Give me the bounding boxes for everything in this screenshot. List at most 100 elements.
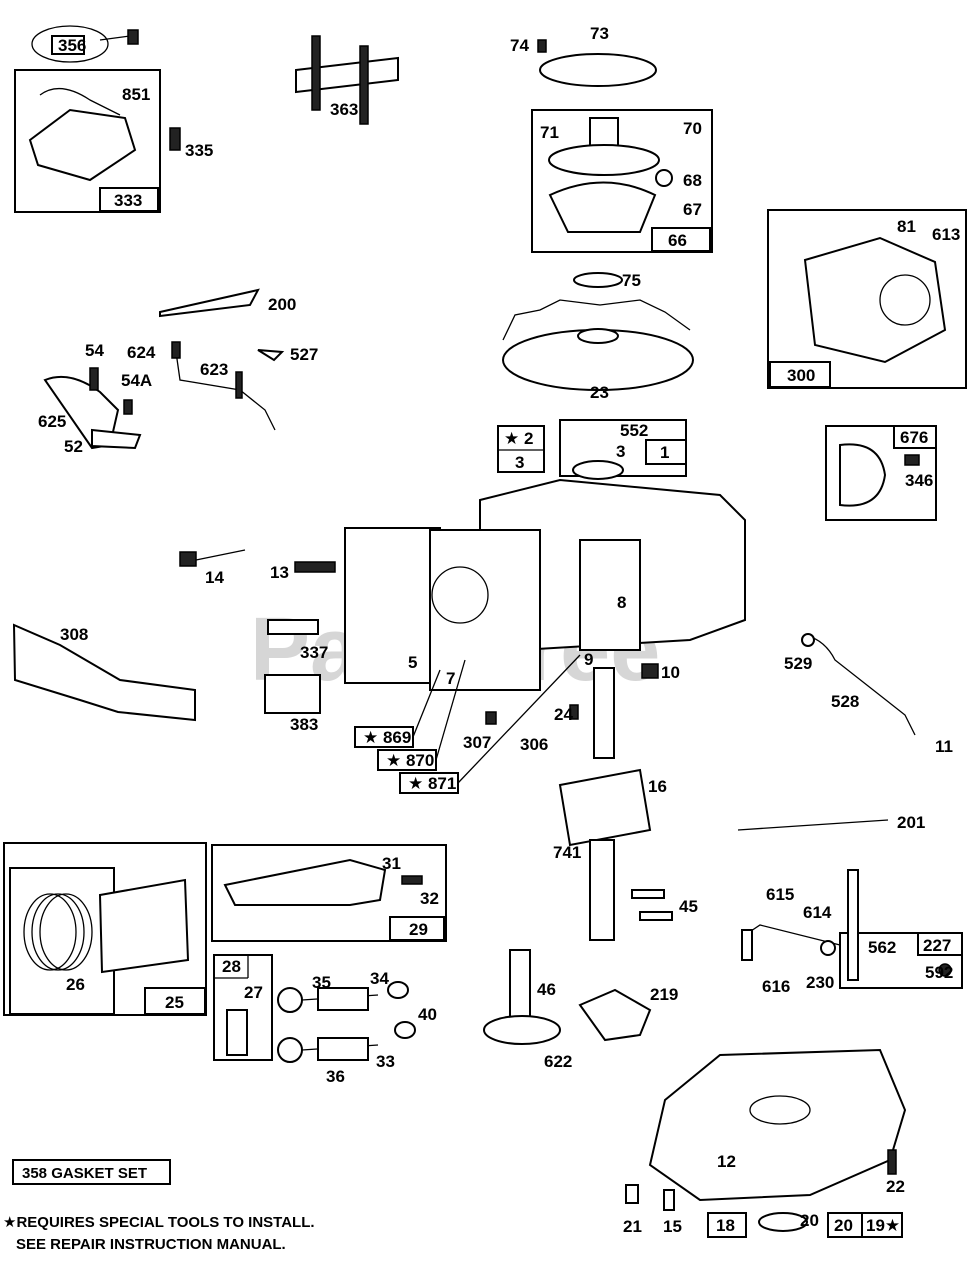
label-383: 383 bbox=[290, 715, 318, 734]
label-box-29 bbox=[389, 916, 445, 941]
label-871: ★ 871 bbox=[408, 774, 456, 793]
label-box-676 bbox=[893, 425, 937, 449]
label-box-333 bbox=[99, 187, 159, 212]
label-73: 73 bbox=[590, 24, 609, 43]
leader-869 bbox=[412, 669, 441, 738]
leader-871 bbox=[457, 654, 581, 784]
label-19: 19★ bbox=[866, 1216, 900, 1235]
label-22: 22 bbox=[886, 1177, 905, 1196]
bracket-676 bbox=[839, 443, 887, 507]
link-201 bbox=[737, 819, 889, 831]
valve-36-head bbox=[277, 1037, 303, 1063]
label-529: 529 bbox=[784, 654, 812, 673]
label-71: 71 bbox=[540, 123, 559, 142]
part-group-676 bbox=[825, 425, 937, 521]
link-624-end bbox=[171, 341, 181, 359]
label-45: 45 bbox=[679, 897, 698, 916]
part-group-363 bbox=[295, 35, 399, 125]
label-614: 614 bbox=[803, 903, 832, 922]
label-527: 527 bbox=[290, 345, 318, 364]
label-363: 363 bbox=[330, 100, 358, 119]
gasket-200 bbox=[159, 288, 260, 318]
label-870: ★ 870 bbox=[386, 751, 434, 770]
label-615: 615 bbox=[766, 885, 794, 904]
crank-shaft-top bbox=[593, 667, 615, 759]
screen-73 bbox=[539, 53, 657, 87]
air-cleaner-300 bbox=[803, 236, 947, 364]
label-230: 230 bbox=[806, 973, 834, 992]
link-624 bbox=[174, 344, 276, 431]
seal-20 bbox=[758, 1212, 808, 1232]
part-group-227 bbox=[741, 869, 963, 989]
label-5: 5 bbox=[408, 653, 417, 672]
plug-14 bbox=[179, 551, 197, 567]
part-group-29 bbox=[211, 844, 447, 942]
label-14: 14 bbox=[205, 568, 224, 587]
spring-36 bbox=[317, 1037, 369, 1061]
part-number-labels: 356 851 335 333 363 74 73 71 70 68 67 66… bbox=[38, 24, 960, 1236]
label-box-18 bbox=[707, 1212, 747, 1238]
wire-loop-356 bbox=[31, 25, 109, 63]
label-625: 625 bbox=[38, 412, 66, 431]
label-308: 308 bbox=[60, 625, 88, 644]
link-528 bbox=[804, 634, 916, 736]
screw-32 bbox=[401, 875, 423, 885]
label-26: 26 bbox=[66, 975, 85, 994]
crankshaft-16 bbox=[558, 768, 652, 847]
box-300 bbox=[767, 209, 967, 389]
retainer-34 bbox=[387, 981, 409, 999]
valve-35-head bbox=[277, 987, 303, 1013]
label-52: 52 bbox=[64, 437, 83, 456]
part-group-28 bbox=[213, 954, 273, 1061]
label-box-356 bbox=[51, 35, 85, 55]
part-group-valves bbox=[277, 981, 416, 1063]
label-851: 851 bbox=[122, 85, 150, 104]
sump-18 bbox=[648, 1048, 907, 1202]
label-11: 11 bbox=[935, 737, 953, 756]
label-16: 16 bbox=[648, 777, 667, 796]
flywheel-fins bbox=[502, 299, 691, 341]
part-group-528 bbox=[801, 633, 916, 736]
label-36: 36 bbox=[326, 1067, 345, 1086]
label-24: 24 bbox=[554, 705, 573, 724]
label-81: 81 bbox=[897, 217, 916, 236]
shroud-308 bbox=[12, 623, 196, 722]
screw-54 bbox=[89, 367, 99, 391]
box-28 bbox=[213, 954, 273, 1061]
clip-527 bbox=[257, 349, 285, 362]
label-552: 552 bbox=[620, 421, 648, 440]
label-35: 35 bbox=[312, 973, 331, 992]
label-31: 31 bbox=[382, 854, 401, 873]
screw-74 bbox=[537, 39, 547, 53]
ball-68 bbox=[655, 169, 673, 187]
label-346: 346 bbox=[905, 471, 933, 490]
label-68: 68 bbox=[683, 171, 702, 190]
ring-26a bbox=[23, 893, 77, 971]
label-869: ★ 869 bbox=[363, 728, 411, 747]
label-333: 333 bbox=[114, 191, 142, 210]
label-306: 306 bbox=[520, 735, 548, 754]
label-8: 8 bbox=[617, 593, 626, 612]
note-line-2: SEE REPAIR INSTRUCTION MANUAL. bbox=[16, 1236, 286, 1253]
part-group-300 bbox=[767, 209, 967, 389]
seal-552 bbox=[572, 460, 624, 480]
part-group-18 bbox=[625, 1048, 907, 1238]
label-12: 12 bbox=[717, 1152, 736, 1171]
label-592: 592 bbox=[925, 963, 953, 982]
label-box-2-3 bbox=[497, 425, 545, 473]
part-group-cam bbox=[483, 889, 673, 1045]
label-741: 741 bbox=[553, 843, 581, 862]
label-2: ★ 2 bbox=[504, 429, 533, 448]
armature-333 bbox=[28, 108, 137, 182]
part-group-intake bbox=[43, 288, 285, 450]
label-623: 623 bbox=[200, 360, 228, 379]
label-66: 66 bbox=[668, 231, 687, 250]
box-227 bbox=[839, 932, 963, 989]
label-307: 307 bbox=[463, 733, 491, 752]
label-box-19 bbox=[861, 1212, 903, 1238]
label-9: 9 bbox=[584, 650, 593, 669]
label-27: 27 bbox=[244, 983, 263, 1002]
label-54a: 54A bbox=[121, 371, 152, 390]
nut-592 bbox=[938, 963, 952, 977]
flywheel-hub bbox=[577, 328, 619, 344]
